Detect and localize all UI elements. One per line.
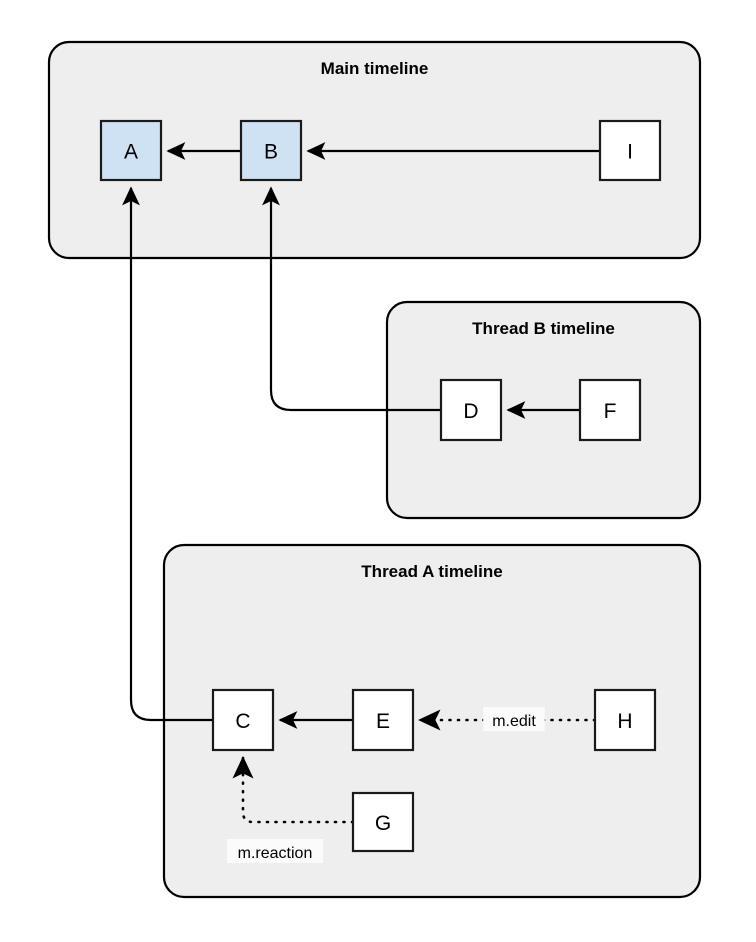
edge-label-background (483, 707, 545, 731)
timeline-group-title: Thread B timeline (472, 319, 615, 338)
event-node-label: H (617, 710, 632, 733)
edge-d-to-b (262, 186, 441, 412)
edge-label-h-to-e: m.edit (483, 707, 545, 731)
event-node-D[interactable]: D (439, 378, 503, 442)
event-node-label: F (604, 400, 617, 423)
relationship-edges (122, 142, 600, 824)
event-node-box[interactable] (239, 119, 303, 182)
event-node-box[interactable] (99, 119, 163, 182)
relationship-edge-labels: m.edit m.reaction (227, 707, 545, 863)
event-node-box[interactable] (593, 688, 657, 752)
event-node-label: I (627, 141, 633, 164)
event-node-box[interactable] (351, 791, 415, 853)
event-node-box[interactable] (439, 378, 503, 442)
event-node-label: G (375, 812, 391, 835)
event-node-label: D (463, 400, 478, 423)
event-node-label: C (235, 710, 250, 733)
event-node-label: E (376, 710, 390, 733)
event-node-E[interactable]: E (351, 688, 415, 752)
edge-label-text: m.reaction (238, 845, 313, 862)
event-node-label: B (264, 141, 278, 164)
event-node-box[interactable] (598, 119, 662, 182)
edge-label-background (227, 839, 323, 863)
event-node-I[interactable]: I (598, 119, 662, 182)
event-node-C[interactable]: C (211, 688, 275, 752)
edge-label-text: m.edit (492, 713, 536, 730)
event-node-box[interactable] (578, 378, 642, 442)
edge-c-to-a (122, 186, 213, 722)
timeline-group-title: Main timeline (321, 59, 429, 78)
event-node-box[interactable] (351, 688, 415, 752)
event-nodes: A B I D F C E H G (99, 119, 662, 853)
event-node-F[interactable]: F (578, 378, 642, 442)
event-node-label: A (124, 141, 138, 164)
event-node-A[interactable]: A (99, 119, 163, 182)
event-node-box[interactable] (211, 688, 275, 752)
event-node-G[interactable]: G (351, 791, 415, 853)
event-node-H[interactable]: H (593, 688, 657, 752)
edge-label-g-to-c: m.reaction (227, 839, 323, 863)
event-node-B[interactable]: B (239, 119, 303, 182)
timeline-group-title: Thread A timeline (361, 562, 502, 581)
